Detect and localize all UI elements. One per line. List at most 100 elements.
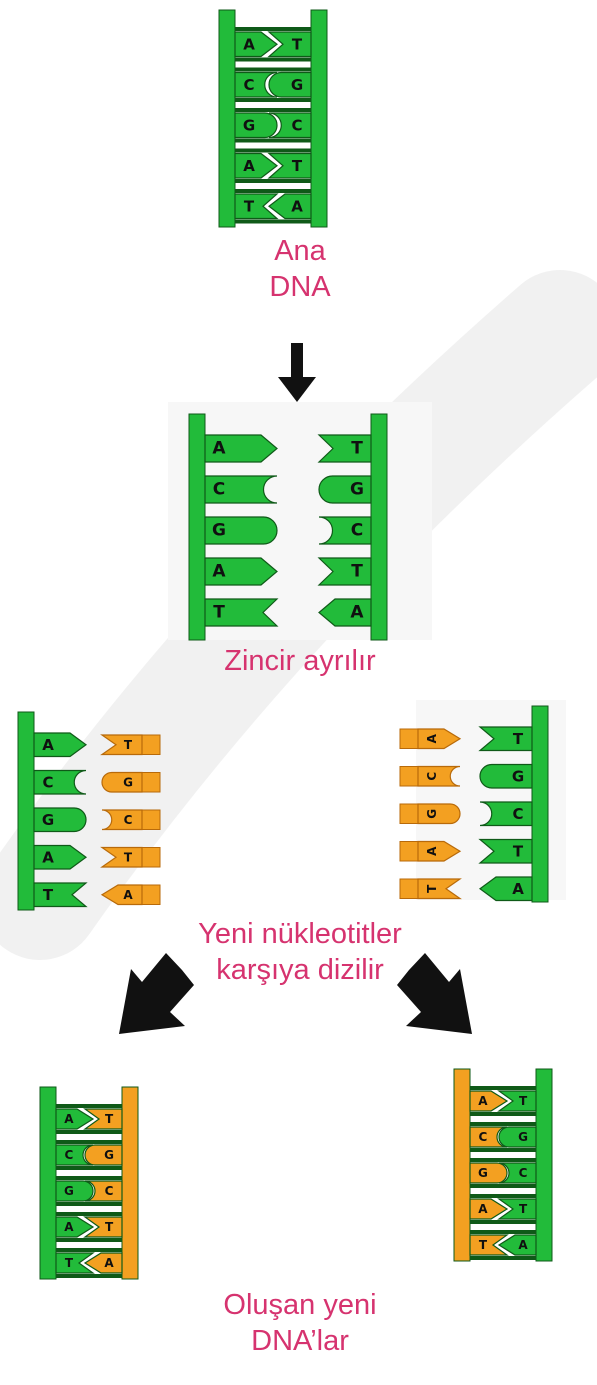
parent-base-right-2 <box>268 112 312 139</box>
pair-left-new-body-0 <box>141 734 161 755</box>
parent-base-left-4-label: T <box>244 197 255 215</box>
sep-left-base-2 <box>204 516 278 545</box>
pair-right-new-nucleotide-3: A <box>399 840 462 862</box>
pair-right-new-base-4-label: T <box>425 884 439 893</box>
pair-left-old-base-1 <box>33 769 87 795</box>
sep-right-backbone <box>370 413 388 641</box>
parent-rung-top-1 <box>235 67 311 72</box>
parent-rung-top-3 <box>235 148 311 153</box>
daughter-left-base-right-2 <box>84 1180 123 1202</box>
daughter-left-base-right-4-label: A <box>104 1256 114 1270</box>
daughter-left-base-left-4-label: T <box>65 1256 74 1270</box>
pair-left-new-base-2-label: C <box>124 813 133 827</box>
daughter-left-rung-top-3 <box>56 1212 122 1216</box>
pair-left-new-body-3 <box>141 847 161 868</box>
daughter-left-left-backbone <box>39 1086 57 1280</box>
parent-rung-top-0 <box>235 27 311 31</box>
daughter-left-base-left-1-label: C <box>65 1148 74 1162</box>
pair-left-new-nucleotide-4: A <box>100 884 161 906</box>
daughter-left-right-backbone <box>121 1086 139 1280</box>
daughter-right-base-right-2-label: C <box>519 1166 528 1180</box>
daughter-left-rung-bottom-3 <box>56 1238 122 1242</box>
pair-right-new-nucleotide-1: C <box>399 765 461 787</box>
sep-right-base-4-label: A <box>350 603 364 623</box>
daughter-left-base-left-3-label: A <box>64 1220 74 1234</box>
sep-right-base-0 <box>317 434 372 463</box>
pair-left-old-base-0-label: A <box>42 736 54 754</box>
daughter-right-base-left-4 <box>469 1234 509 1256</box>
pair-left-new-body-4 <box>141 884 161 905</box>
daughter-right-rung-bottom-2 <box>470 1184 536 1188</box>
pair-left-old-base-3-label: A <box>42 848 54 866</box>
pair-left-new-body-2 <box>141 809 161 830</box>
pair-right-new-body-0 <box>399 728 419 749</box>
caption-pairing: Yeni nükleotitler karşıya dizilir <box>140 916 460 988</box>
daughter-right-rung-top-0 <box>470 1086 536 1090</box>
daughter-right-base-right-1 <box>498 1126 537 1148</box>
daughter-left-rung-bottom-0 <box>56 1130 122 1134</box>
sep-right-base-4 <box>318 598 372 627</box>
daughter-left-base-left-2-label: G <box>64 1184 74 1198</box>
daughter-right-base-left-3 <box>469 1198 509 1220</box>
daughter-left-rung-top-1 <box>56 1140 122 1144</box>
pair-right-new-base-1-label: C <box>425 772 439 781</box>
parent-base-left-0 <box>234 31 278 58</box>
daughter-left-base-left-3 <box>55 1216 95 1238</box>
daughter-left-base-left-4 <box>55 1252 95 1274</box>
daughter-right-base-right-3-label: T <box>519 1202 528 1216</box>
sep-right-base-2 <box>318 516 372 545</box>
caption-result: Oluşan yeni DNA’lar <box>160 1287 440 1359</box>
parent-base-right-1-label: G <box>291 76 303 94</box>
caption-parent-line2: DNA <box>269 271 331 303</box>
pair-right-old-base-1-label: G <box>512 767 524 785</box>
sep-right-base-1 <box>318 475 372 504</box>
daughter-right-base-right-0-label: T <box>519 1094 528 1108</box>
parent-base-right-0-label: T <box>292 35 303 53</box>
daughter-right-base-right-0 <box>497 1090 537 1112</box>
daughter-left-base-left-0-label: A <box>64 1112 74 1126</box>
parent-rung-bottom-4 <box>235 219 311 224</box>
parent-rung-top-2 <box>235 108 311 112</box>
pair-left-old-base-0 <box>33 732 88 758</box>
sep-left-base-4 <box>204 598 279 627</box>
parent-base-left-4 <box>234 193 279 220</box>
pair-right-new-base-0-label: A <box>425 733 439 743</box>
daughter-right-rung-top-4 <box>470 1230 536 1234</box>
pair-right-new-nucleotide-0: A <box>399 728 462 750</box>
daughter-left-base-left-0 <box>55 1108 95 1130</box>
daughter-right-base-right-1-label: G <box>518 1130 528 1144</box>
parent-base-left-3-label: A <box>243 157 255 175</box>
pair-left-new-base-0-label: T <box>124 738 133 752</box>
daughter-right-left-backbone <box>453 1068 471 1262</box>
daughter-right-base-left-2-label: G <box>478 1166 488 1180</box>
pair-right-new-base-3-label: A <box>425 846 439 856</box>
parent-rung-bottom-2 <box>235 138 311 143</box>
pair-left-new-nucleotide-3: T <box>100 846 161 868</box>
sep-left-base-0 <box>204 434 278 463</box>
daughter-left-base-right-3 <box>83 1216 123 1238</box>
pair-right-new-base-1 <box>417 765 461 787</box>
sep-left-base-3-label: A <box>212 562 226 582</box>
pair-left-new-base-1-label: G <box>123 775 133 789</box>
daughter-left-rung-top-4 <box>56 1248 122 1252</box>
daughter-right-rung-bottom-4 <box>470 1256 536 1260</box>
pair-left-new-base-3-label: T <box>124 850 133 864</box>
sep-right-base-2-label: C <box>351 521 363 541</box>
caption-separation: Zincir ayrılır <box>224 645 376 677</box>
sep-left-base-3 <box>204 557 278 586</box>
daughter-left-base-right-2-label: C <box>105 1184 114 1198</box>
parent-base-right-3 <box>267 152 312 179</box>
daughter-right-base-left-1-label: C <box>479 1130 488 1144</box>
sep-left-backbone <box>188 413 206 641</box>
parent-base-right-3-label: T <box>292 157 303 175</box>
caption-parent-dna: Ana DNA <box>190 233 410 305</box>
pair-left-old-base-2-label: G <box>42 811 54 829</box>
pair-left-new-base-2 <box>101 809 143 831</box>
caption-pairing-line1: Yeni nükleotitler <box>198 918 402 950</box>
caption-result-line1: Oluşan yeni <box>223 1289 377 1321</box>
pair-right-old-base-3 <box>478 838 533 864</box>
